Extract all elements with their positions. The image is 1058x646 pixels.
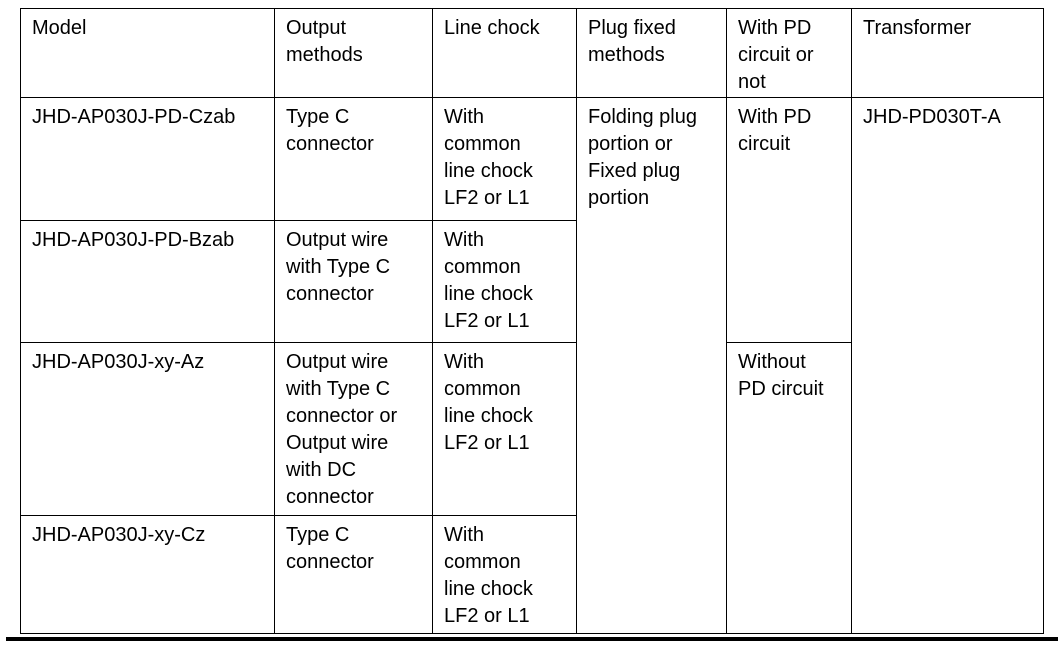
cell-plug-fixed-methods-merged: Folding plug portion or Fixed plug porti… [576,97,727,634]
cell-line-chock-row3: With common line chock LF2 or L1 [432,342,577,516]
cell-line-chock-row2: With common line chock LF2 or L1 [432,220,577,343]
cell-output-method-row4: Type C connector [274,515,433,634]
table-row: JHD-AP030J-xy-Az Output wire with Type C… [20,342,1044,634]
cell-model-row3: JHD-AP030J-xy-Az [20,342,275,516]
cell-model-row1: JHD-AP030J-PD-Czab [20,97,275,221]
cell-output-method-row2: Output wire with Type C connector [274,220,433,343]
table-row: JHD-AP030J-PD-Bzab Output wire with Type… [20,220,1044,343]
cell-model-row2: JHD-AP030J-PD-Bzab [20,220,275,343]
header-cell-transformer: Transformer [851,8,1044,98]
model-spec-table: Model Output methods Line chock Plug fix… [20,8,1044,634]
cell-without-pd-circuit-merged: Without PD circuit [726,342,852,634]
header-cell-line-chock: Line chock [432,8,577,98]
header-cell-model: Model [20,8,275,98]
header-cell-pd-circuit: With PD circuit or not [726,8,852,98]
cell-output-method-row1: Type C connector [274,97,433,221]
cell-line-chock-row1: With common line chock LF2 or L1 [432,97,577,221]
cell-line-chock-row4: With common line chock LF2 or L1 [432,515,577,634]
cell-output-method-row3: Output wire with Type C connector or Out… [274,342,433,516]
header-cell-output-methods: Output methods [274,8,433,98]
cell-model-row4: JHD-AP030J-xy-Cz [20,515,275,634]
header-cell-plug-fixed-methods: Plug fixed methods [576,8,727,98]
page-bottom-rule [6,637,1058,641]
cell-transformer-merged: JHD-PD030T-A [851,97,1044,634]
table-row: JHD-AP030J-PD-Czab Type C connector With… [20,97,1044,634]
cell-with-pd-circuit-merged: With PD circuit [726,97,852,343]
table-row: JHD-AP030J-xy-Cz Type C connector With c… [20,515,1044,634]
table-header-row: Model Output methods Line chock Plug fix… [20,8,1044,98]
